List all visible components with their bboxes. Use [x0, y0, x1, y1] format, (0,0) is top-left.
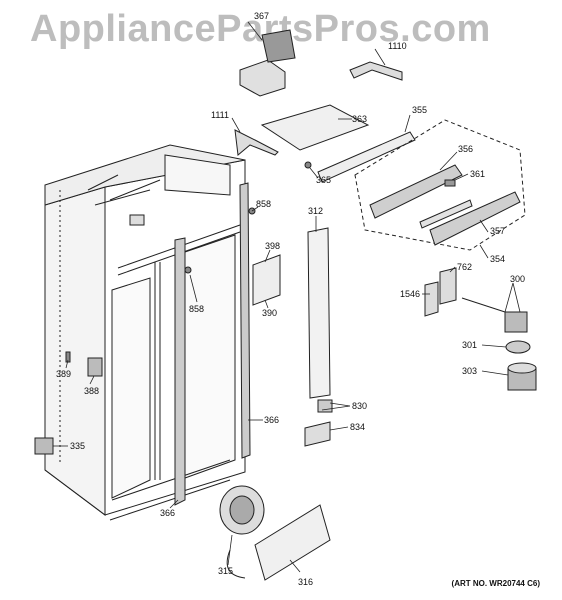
callout-312: 312 — [308, 206, 323, 216]
callout-363: 363 — [352, 114, 367, 124]
part-388 — [87, 357, 103, 377]
part-355 — [317, 131, 416, 183]
callout-316: 316 — [298, 577, 313, 587]
part-365 — [304, 161, 312, 169]
part-303 — [507, 362, 537, 391]
callout-830: 830 — [352, 401, 367, 411]
callout-834: 834 — [350, 422, 365, 432]
callout-300: 300 — [510, 274, 525, 284]
callout-365: 365 — [316, 175, 331, 185]
part-390 — [252, 254, 281, 306]
callout-1546: 1546 — [400, 289, 420, 299]
callout-366-right: 366 — [264, 415, 279, 425]
part-830 — [317, 399, 333, 413]
part-335 — [34, 437, 54, 455]
art-number: (ART NO. WR20744 C6) — [451, 579, 540, 588]
callout-398: 398 — [265, 241, 280, 251]
callout-356: 356 — [458, 144, 473, 154]
callout-390: 390 — [262, 308, 277, 318]
callout-388: 388 — [84, 386, 99, 396]
part-357 — [429, 191, 521, 246]
callout-357: 357 — [490, 226, 505, 236]
callout-301: 301 — [462, 340, 477, 350]
part-834 — [304, 421, 331, 447]
part-354-group — [354, 119, 526, 251]
part-361-strip — [419, 199, 473, 229]
callout-762: 762 — [457, 262, 472, 272]
part-1110 — [349, 61, 403, 81]
part-1111 — [234, 129, 279, 156]
part-363 — [260, 104, 370, 151]
callout-361: 361 — [470, 169, 485, 179]
gasket-366 — [174, 182, 251, 506]
callout-1111: 1111 — [211, 110, 229, 120]
part-312 — [307, 227, 331, 399]
cabinet-case — [44, 144, 246, 521]
callout-389: 389 — [56, 369, 71, 379]
callout-1110: 1110 — [388, 41, 407, 51]
part-389 — [65, 351, 71, 363]
callout-355: 355 — [412, 105, 427, 115]
part-1546 — [424, 281, 439, 317]
callout-366-bottom: 366 — [160, 508, 175, 518]
part-301 — [505, 340, 531, 354]
callout-303: 303 — [462, 366, 477, 376]
callout-858-left: 858 — [189, 304, 204, 314]
part-316 — [254, 504, 331, 581]
part-762 — [439, 267, 457, 305]
part-356 — [369, 164, 463, 219]
part-858-left — [184, 266, 192, 274]
callout-315: 315 — [218, 566, 233, 576]
callout-335: 335 — [70, 441, 85, 451]
part-300 — [461, 297, 528, 333]
watermark-text: AppliancePartsPros.com — [30, 8, 491, 50]
callout-367: 367 — [254, 11, 269, 21]
part-367 — [239, 29, 296, 97]
part-315 — [219, 485, 265, 579]
part-361 — [444, 179, 456, 187]
callout-354: 354 — [490, 254, 505, 264]
callout-858-top: 858 — [256, 199, 271, 209]
